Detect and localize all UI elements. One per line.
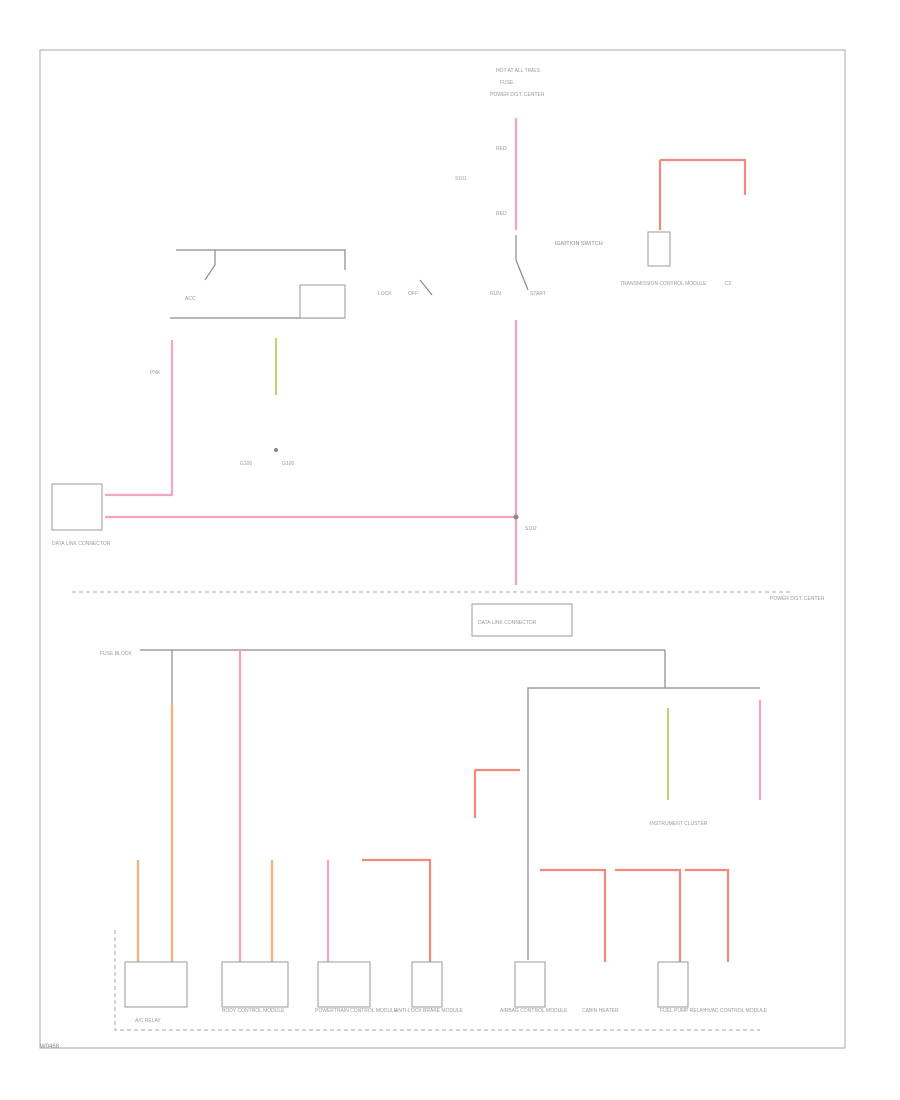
brake-box [411, 961, 443, 1008]
switch-pos-start: START [530, 291, 546, 297]
switch-pos-acc: ACC [185, 296, 196, 302]
wire-code-2: RED [496, 211, 507, 217]
fuel-label: FUEL PUMP RELAY [660, 1008, 706, 1014]
powertrain-label: POWERTRAIN CONTROL MODULE [315, 1008, 398, 1014]
cabin-heater-label: CABIN HEATER [582, 1008, 619, 1014]
switch-pos-run: RUN [490, 291, 501, 297]
page-id: W0468 [40, 1044, 60, 1050]
left-pink-wire [105, 340, 174, 497]
junction-label-left: G100 [240, 461, 252, 467]
right-bus [527, 650, 666, 960]
main-splice-label: S102 [525, 526, 537, 532]
powertrain-box [317, 961, 371, 1008]
cluster-label: INSTRUMENT CLUSTER [650, 821, 708, 827]
top-pdc-label: POWER DIST. CENTER [490, 92, 545, 98]
brake-label: ANTI-LOCK BRAKE MODULE [395, 1008, 463, 1014]
ignition-switch-label: IGNITION SWITCH [555, 241, 603, 247]
red-loop-3 [362, 858, 432, 962]
data-link-label: DATA LINK CONNECTOR [52, 541, 111, 547]
data-link-box [51, 483, 103, 531]
junction-label-right: G100 [282, 461, 294, 467]
switch-block-1 [299, 284, 346, 319]
data-link-connector-label: DATA LINK CONNECTOR [478, 620, 537, 626]
red-loop-6 [685, 868, 730, 962]
wire-code-1: RED [496, 146, 507, 152]
top-fuse-label: FUSE [500, 80, 514, 86]
top-source-label: HOT AT ALL TIMES [496, 68, 541, 74]
switch-contact-3 [515, 235, 529, 291]
red-loop-5 [615, 868, 682, 962]
switch-contact-2 [419, 279, 433, 296]
airbag-box [514, 961, 546, 1008]
diagram-frame [39, 49, 846, 1049]
trans-connector-label: C2 [725, 281, 732, 287]
airbag-label: AIRBAG CONTROL MODULE [500, 1008, 568, 1014]
data-link-connector-box [471, 603, 573, 637]
left-wire-code: PNK [150, 370, 161, 376]
trans-module-label: TRANSMISSION CONTROL MODULE [620, 281, 707, 287]
left-relay-label: A/C RELAY [135, 1018, 161, 1024]
main-splice-dot [513, 514, 519, 520]
junction-dot [274, 448, 278, 452]
switch-bus-top [176, 249, 346, 270]
red-loop-4 [540, 868, 607, 962]
switch-pos-lock: LOCK [378, 291, 392, 297]
splice-label: S101 [455, 176, 467, 182]
switch-pos-off: OFF [408, 291, 418, 297]
hvac-label: HVAC CONTROL MODULE [705, 1008, 768, 1014]
fuse-block-label: FUSE BLOCK [100, 651, 132, 657]
body-module-box [221, 961, 289, 1008]
switch-contact-1 [204, 250, 216, 281]
trans-loop-wire [660, 158, 747, 195]
trans-module-box [647, 231, 671, 267]
power-panel-label: POWER DIST. CENTER [770, 596, 825, 602]
fuel-box [657, 961, 689, 1008]
bottom-bracket [114, 930, 760, 1031]
body-module-label: BODY CONTROL MODULE [222, 1008, 285, 1014]
left-relay-box [124, 961, 188, 1008]
